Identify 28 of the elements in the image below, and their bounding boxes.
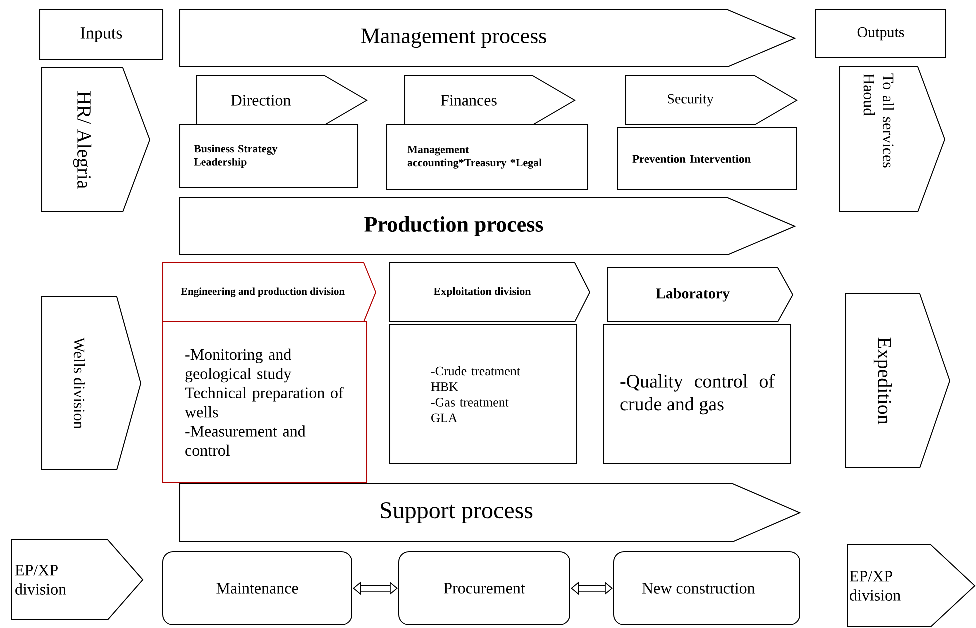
activity-box: Business Strategy Leadership [180, 124, 358, 188]
activity-box: -Monitoring and geological study Technical preparation of wells -Measurement and control [162, 322, 368, 484]
pentagon-tag: Direction [196, 76, 368, 126]
pentagon-tag: Expedition [846, 294, 951, 468]
process-banner: Management process [180, 10, 796, 68]
activity-box: -Quality control of crude and gas [604, 324, 792, 464]
activity-box: Procurement [398, 552, 570, 626]
activity-box: New construction [614, 552, 800, 626]
activity-box: -Crude treatment HBK -Gas treatment GLA [390, 324, 578, 464]
activity-box: Prevention Intervention [618, 128, 798, 190]
pentagon-tag: Exploitation division [390, 262, 591, 322]
pentagon-tag: Laboratory [608, 268, 794, 322]
pentagon-tag: Finances [404, 76, 576, 126]
pentagon-tag: HR/ Alegria [42, 68, 151, 212]
pentagon-tag: Wells division [42, 296, 142, 470]
pentagon-tag: To all services Haoud [840, 66, 946, 212]
process-banner: Production process [180, 198, 796, 256]
activity-box: Maintenance [162, 552, 352, 626]
double-arrow [353, 582, 398, 596]
activity-box: Management accounting*Treasury *Legal [386, 124, 588, 190]
pentagon-tag: Engineering and production division [162, 262, 377, 322]
pentagon-tag: EP/XP division [848, 544, 976, 628]
pentagon-tag: EP/XP division [12, 540, 144, 620]
label-box: Outputs [816, 10, 946, 58]
double-arrow [571, 582, 613, 596]
label-box: Inputs [40, 10, 164, 60]
process-banner: Support process [180, 484, 802, 542]
pentagon-tag: Security [626, 76, 798, 126]
